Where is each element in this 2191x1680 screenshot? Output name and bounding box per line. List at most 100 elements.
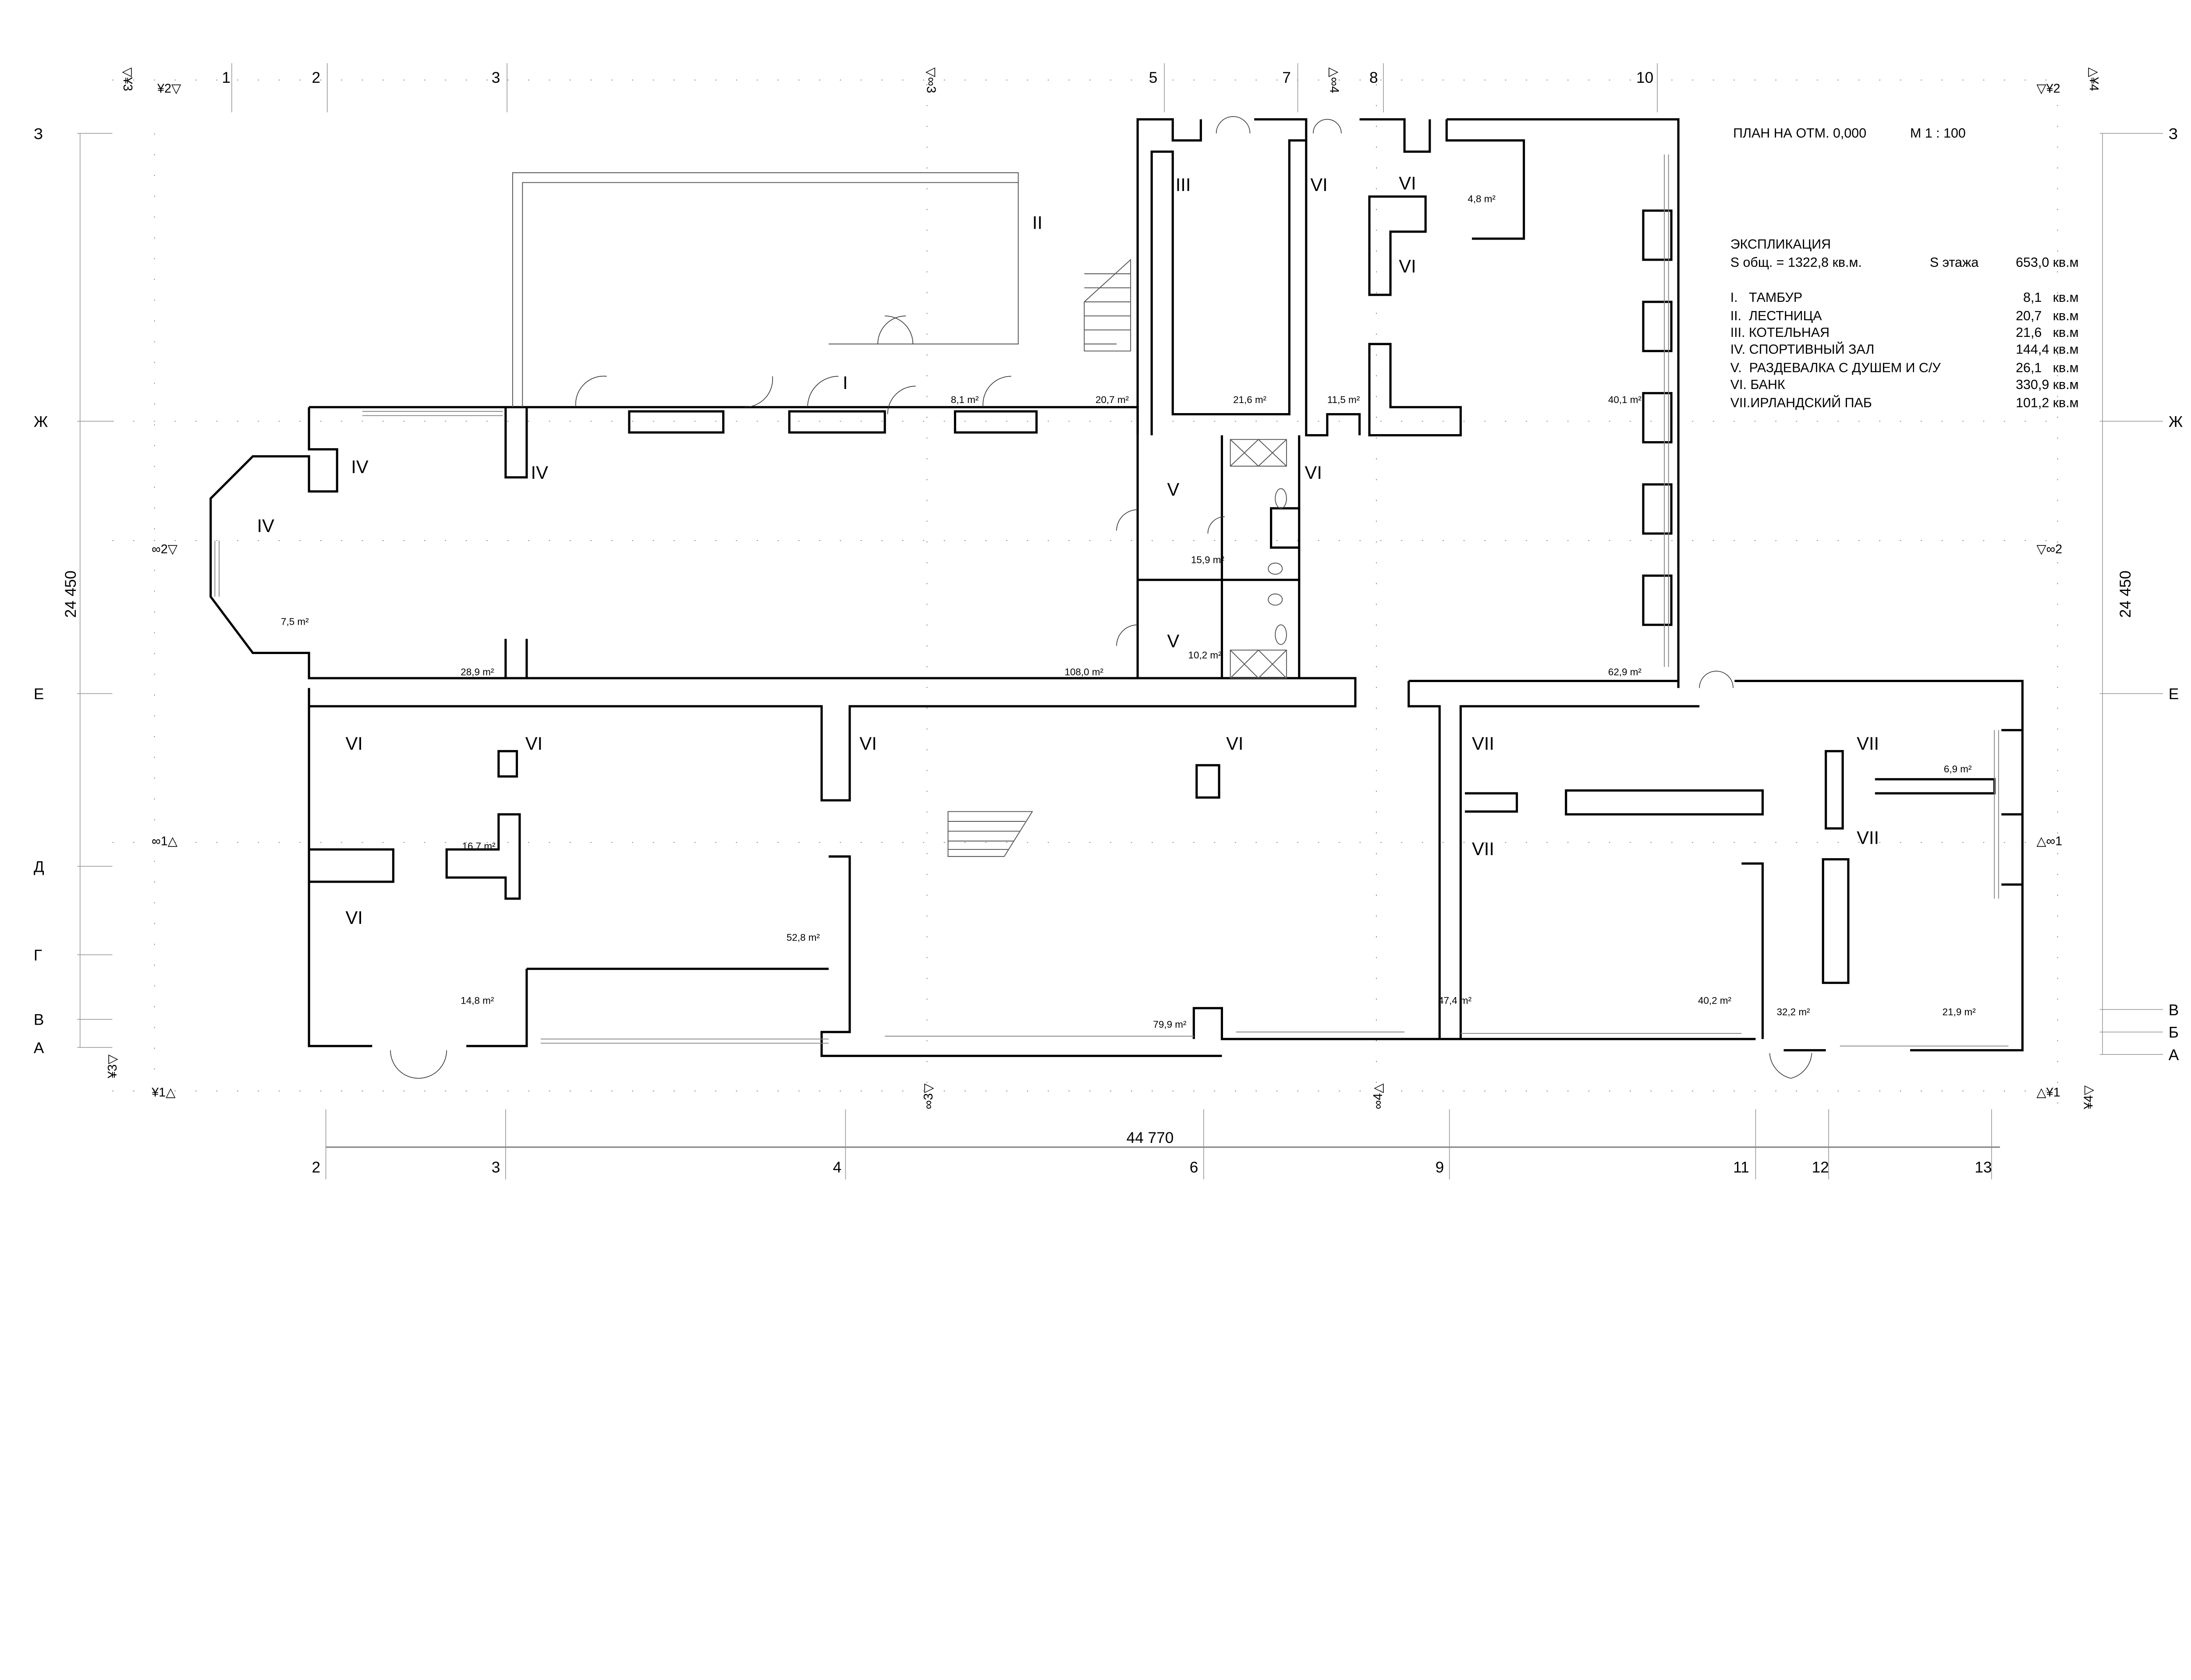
room-label: VI xyxy=(1305,462,1322,483)
axis-label: Ж xyxy=(2169,413,2183,430)
explication-value: 26,1 кв.м xyxy=(2016,360,2078,375)
area-label: 52,8 m² xyxy=(787,932,820,943)
explication: ЭКСПЛИКАЦИЯ S общ. = 1322,8 кв.м. S этаж… xyxy=(1730,237,2079,410)
axis-label: 10 xyxy=(1636,69,1653,86)
room-label: VII xyxy=(1472,733,1494,754)
room-label: V xyxy=(1167,479,1179,499)
room-label: VI xyxy=(525,733,542,754)
axis-label: Е xyxy=(34,686,44,703)
axis-labels-bottom: 2 3 4 6 9 11 12 13 xyxy=(312,1159,1992,1176)
dimensions: 44 770 24 450 24 450 xyxy=(62,570,2134,1146)
area-label: 32,2 m² xyxy=(1776,1006,1810,1017)
axis-label: 3 xyxy=(492,69,500,86)
axis-label: 6 xyxy=(1190,1159,1198,1176)
axis-marker: ∞3▽ xyxy=(922,1083,936,1109)
room-label: VI xyxy=(1226,733,1243,754)
axis-markers: ▽¥3 ¥2▽ ▽∞3 △∞4 ▽¥2 △¥4 ∞2▽ ▽∞2 ∞1△ △∞1 … xyxy=(106,67,2101,1110)
axis-label: Г xyxy=(34,947,42,964)
area-label: 11,5 m² xyxy=(1327,394,1360,405)
axis-label: В xyxy=(2169,1001,2179,1019)
explication-item: III. КОТЕЛЬНАЯ xyxy=(1730,325,1829,340)
axis-labels-left: З Ж Е Д Г В А xyxy=(34,125,48,1057)
room-label: III xyxy=(1176,174,1191,195)
axis-label: 8 xyxy=(1369,69,1378,86)
explication-value: 8,1 кв.м xyxy=(2023,290,2079,305)
dimension-height-right: 24 450 xyxy=(2117,570,2134,618)
axis-marker: ¥2▽ xyxy=(157,82,181,96)
area-label: 47,4 m² xyxy=(1438,995,1472,1006)
axis-label: Б xyxy=(2169,1024,2179,1041)
axis-marker: ▽∞3 xyxy=(924,67,938,93)
floor-area-label: S этажа xyxy=(1930,255,1979,270)
axis-marker: ¥3▽ xyxy=(106,1054,120,1079)
room-label: VI xyxy=(345,733,362,754)
axis-label: 2 xyxy=(312,69,321,86)
room-labels: III VI VI VI II I IV IV IV V VI V VI VI … xyxy=(257,173,1879,928)
axis-marker: △∞4 xyxy=(1327,67,1341,93)
title-block: ПЛАН НА ОТМ. 0,000 М 1 : 100 xyxy=(1733,126,1966,141)
plan-title: ПЛАН НА ОТМ. 0,000 xyxy=(1733,126,1866,141)
room-label: VII xyxy=(1857,733,1879,754)
explication-item: VI. БАНК xyxy=(1730,377,1785,392)
area-label: 6,9 m² xyxy=(1944,764,1972,775)
explication-heading: ЭКСПЛИКАЦИЯ xyxy=(1730,237,1831,251)
area-label: 8,1 m² xyxy=(951,394,979,405)
area-label: 14,8 m² xyxy=(461,995,494,1006)
area-label: 40,2 m² xyxy=(1698,995,1732,1006)
room-label: VI xyxy=(860,733,877,754)
axis-marker: ▽¥2 xyxy=(2036,82,2060,96)
walls xyxy=(209,118,2024,1057)
area-label: 16,7 m² xyxy=(462,841,496,852)
axis-marker: ∞2▽ xyxy=(152,542,178,556)
explication-value: 330,9 кв.м xyxy=(2016,377,2079,392)
room-label: VI xyxy=(345,907,362,928)
explication-item: IV. СПОРТИВНЫЙ ЗАЛ xyxy=(1730,341,1875,357)
area-label: 28,9 m² xyxy=(461,667,494,678)
dimension-height-left: 24 450 xyxy=(62,570,79,618)
axis-label: З xyxy=(34,125,43,142)
explication-item: I. ТАМБУР xyxy=(1730,290,1802,305)
axis-marker: ¥4▽ xyxy=(2082,1085,2096,1110)
room-label: IV xyxy=(531,462,549,483)
room-label: V xyxy=(1167,631,1179,651)
axis-label: А xyxy=(2169,1047,2179,1064)
axis-label: 11 xyxy=(1733,1159,1749,1176)
dimension-width: 44 770 xyxy=(1127,1129,1174,1146)
axis-label: 12 xyxy=(1812,1159,1829,1176)
room-label: VI xyxy=(1310,174,1327,195)
explication-item: II. ЛЕСТНИЦА xyxy=(1730,308,1822,323)
area-label: 21,9 m² xyxy=(1943,1006,1976,1017)
explication-value: 21,6 кв.м xyxy=(2016,325,2078,340)
room-label: VI xyxy=(1399,256,1416,276)
room-label: VII xyxy=(1857,827,1879,848)
axis-label: 9 xyxy=(1436,1159,1444,1176)
area-label: 4,8 m² xyxy=(1468,194,1496,205)
area-label: 20,7 m² xyxy=(1096,394,1129,405)
axis-marker: △¥4 xyxy=(2087,67,2101,91)
explication-value: 101,2 кв.м xyxy=(2016,395,2079,410)
area-label: 62,9 m² xyxy=(1608,667,1642,678)
axis-label: В xyxy=(34,1012,44,1029)
axis-marker: ∞4△ xyxy=(1371,1083,1385,1109)
axis-marker: △¥1 xyxy=(2036,1086,2060,1100)
area-label: 15,9 m² xyxy=(1191,554,1225,565)
axis-label: А xyxy=(34,1040,44,1057)
axis-label: Ж xyxy=(34,413,48,430)
plan-scale: М 1 : 100 xyxy=(1910,126,1966,141)
area-label: 10,2 m² xyxy=(1188,650,1222,661)
axis-labels-top: 1 2 3 5 7 8 10 xyxy=(222,69,1653,86)
explication-value: 20,7 кв.м xyxy=(2016,308,2078,323)
axis-marker: ¥1△ xyxy=(151,1086,176,1100)
axis-grid xyxy=(77,63,2163,1180)
axis-marker: ▽∞2 xyxy=(2036,542,2062,556)
explication-item: VII.ИРЛАНДСКИЙ ПАБ xyxy=(1730,394,1872,410)
axis-marker: ∞1△ xyxy=(152,834,178,848)
room-label: VII xyxy=(1472,838,1494,859)
room-label: II xyxy=(1032,212,1042,233)
details xyxy=(214,116,2009,1079)
axis-marker: ▽¥3 xyxy=(121,67,135,91)
axis-label: 7 xyxy=(1282,69,1291,86)
axis-label: 2 xyxy=(312,1159,321,1176)
area-label: 108,0 m² xyxy=(1064,667,1103,678)
explication-item: V. РАЗДЕВАЛКА С ДУШЕМ И С/У xyxy=(1730,360,1941,375)
